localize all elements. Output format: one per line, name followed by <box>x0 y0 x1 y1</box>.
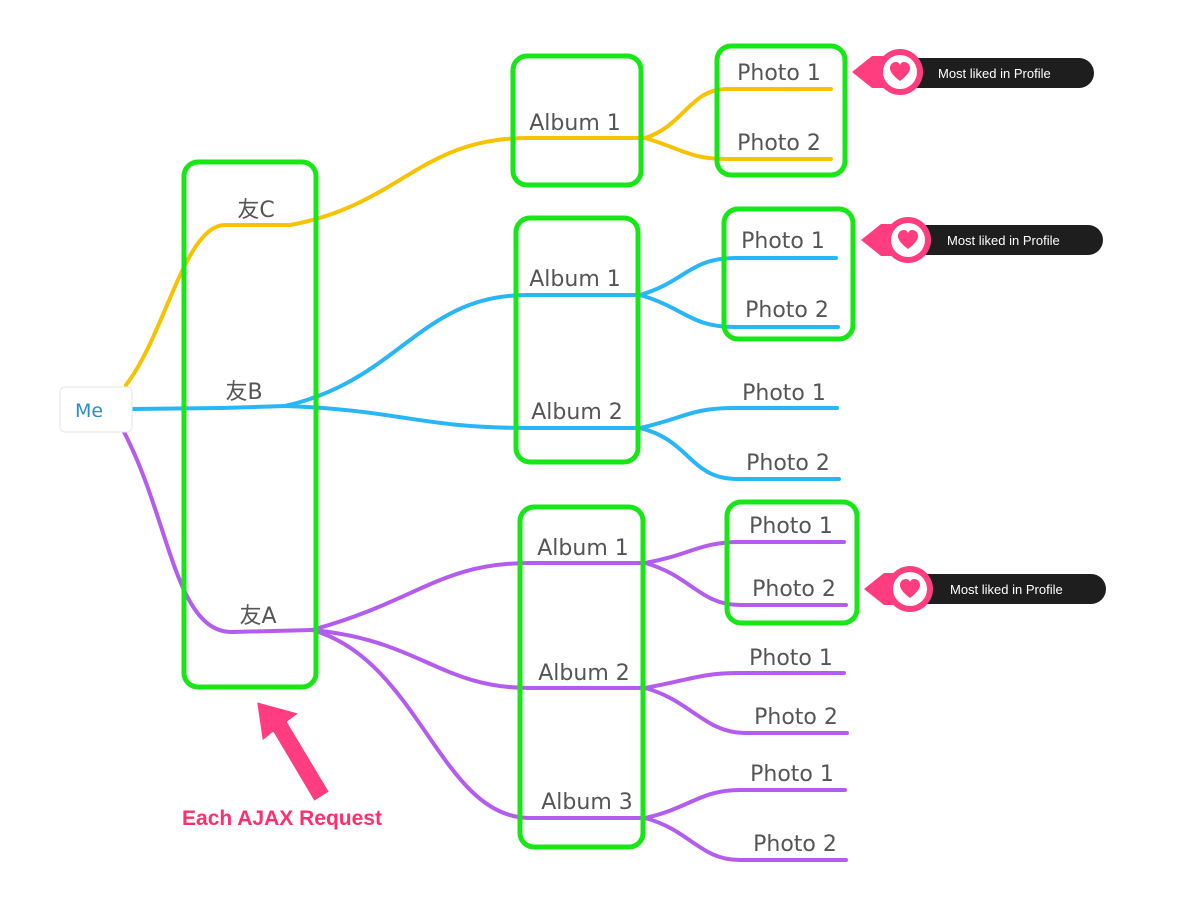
connector-b-a2-photo-2 <box>638 426 739 481</box>
friend-b-label: 友B <box>225 380 262 405</box>
arrow-up-icon <box>255 700 331 803</box>
photo-label: Photo 2 <box>753 832 837 857</box>
photo-label: Photo 1 <box>742 381 826 406</box>
photo-label: Photo 2 <box>737 131 821 156</box>
underline-friend-b <box>220 404 287 410</box>
connector-b-a1-photo-2 <box>638 293 737 329</box>
photo-request-box-friend-a <box>724 499 860 626</box>
album-request-box-friend-b <box>513 215 641 465</box>
album-request-box-friend-a <box>517 504 646 850</box>
connector-b-a1-photo-1 <box>638 256 737 297</box>
connector-friend-b-album-2 <box>283 404 529 430</box>
callout-text: Most liked in Profile <box>947 233 1060 248</box>
friend-c-label: 友C <box>237 198 274 223</box>
photo-request-box-friend-c <box>714 43 848 178</box>
connector-b-a2-photo-1 <box>638 406 737 430</box>
photo-request-box-friend-b <box>721 206 856 342</box>
photo-label: Photo 2 <box>754 705 838 730</box>
root-label: Me <box>75 400 103 422</box>
connector-a-a3-photo-1 <box>643 788 742 820</box>
album-request-box-friend-c <box>510 53 644 188</box>
connector-friend-a-album-1 <box>310 561 532 632</box>
connector-a-a3-photo-2 <box>643 816 742 862</box>
heart-icon <box>900 579 920 598</box>
most-liked-callout: Most liked in Profile <box>861 217 1103 263</box>
photo-label: Photo 1 <box>737 61 821 86</box>
connector-friend-b-album-1 <box>283 293 529 408</box>
heart-icon <box>898 230 918 249</box>
connector-friend-a-album-2 <box>310 628 532 690</box>
photo-label: Photo 2 <box>745 298 829 323</box>
photo-label: Photo 1 <box>750 762 834 787</box>
connector-me-friend-c <box>124 223 227 387</box>
album-label: Album 1 <box>529 267 621 292</box>
album-label: Album 2 <box>538 661 630 686</box>
connector-friend-c-album-1 <box>288 136 529 227</box>
connector-me-friend-b <box>129 406 224 411</box>
root-node[interactable]: Me <box>59 386 133 433</box>
callout-text: Most liked in Profile <box>938 66 1051 81</box>
connectors-friend-a <box>122 430 849 862</box>
album-label: Album 1 <box>529 111 621 136</box>
annotation-text: Each AJAX Request <box>182 807 382 830</box>
heart-icon <box>890 62 910 81</box>
photo-label: Photo 1 <box>741 229 825 254</box>
connector-friend-a-album-3 <box>310 628 532 820</box>
album-label: Album 1 <box>537 536 629 561</box>
friend-a-label: 友A <box>239 604 276 629</box>
connectors-friend-c <box>124 87 833 387</box>
connector-a-a2-photo-2 <box>643 686 747 735</box>
photo-label: Photo 1 <box>749 514 833 539</box>
highlight-boxes <box>181 43 860 850</box>
friends-request-box <box>181 159 319 690</box>
most-liked-callout: Most liked in Profile <box>852 49 1094 95</box>
connector-a-a2-photo-1 <box>643 671 742 690</box>
photo-label: Photo 2 <box>752 577 836 602</box>
photo-label: Photo 2 <box>746 451 830 476</box>
connectors-friend-b <box>129 256 841 481</box>
ajax-annotation: Each AJAX Request <box>181 700 383 832</box>
album-label: Album 3 <box>541 790 633 815</box>
most-liked-callout: Most liked in Profile <box>864 566 1106 612</box>
photo-label: Photo 1 <box>749 646 833 671</box>
underline-friend-a <box>230 628 314 634</box>
callout-text: Most liked in Profile <box>950 582 1063 597</box>
connector-me-friend-a <box>122 430 234 634</box>
album-label: Album 2 <box>531 400 623 425</box>
